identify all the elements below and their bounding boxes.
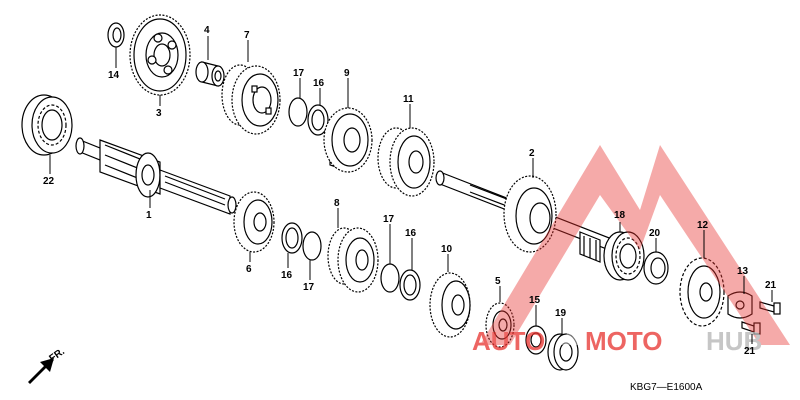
mainshaft-1 [75, 137, 237, 215]
part-label-22: 22 [43, 176, 55, 187]
part-label-12: 12 [697, 220, 709, 231]
circlip-17-middle [302, 231, 322, 261]
part-label-1: 1 [146, 210, 152, 221]
part-label-17-middle: 17 [303, 282, 315, 293]
part-label-15: 15 [529, 295, 541, 306]
part-label-16-upper: 16 [313, 78, 325, 89]
bushing-4 [195, 61, 225, 87]
gear-9 [323, 107, 373, 173]
gear-8 [327, 227, 379, 293]
part-label-9: 9 [344, 68, 350, 79]
watermark-text-hub: HUB [706, 326, 762, 356]
watermark-logo: AUTO MOTO HUB [472, 145, 790, 356]
part-number-labels: 1 2 3 4 5 6 7 8 9 10 11 12 13 14 15 16 1… [43, 25, 777, 357]
part-label-20: 20 [649, 228, 661, 239]
part-label-2: 2 [529, 148, 535, 159]
part-label-7: 7 [244, 30, 250, 41]
washer-14 [107, 22, 125, 48]
part-label-10: 10 [441, 244, 453, 255]
part-label-21-upper: 21 [765, 280, 777, 291]
part-label-4: 4 [204, 25, 210, 36]
part-label-16-lower: 16 [405, 228, 417, 239]
bearing-18 [603, 231, 645, 281]
gear-3 [129, 14, 191, 96]
washer-16-middle [281, 222, 303, 254]
diagram-code: KBG7—E1600A [630, 382, 703, 393]
leader-lines [49, 36, 773, 344]
part-label-6: 6 [246, 264, 252, 275]
watermark-text-moto: MOTO [585, 326, 663, 356]
front-direction-arrow: FR. [28, 346, 67, 384]
watermark-text-auto: AUTO [472, 326, 545, 356]
gear-6 [233, 191, 275, 253]
part-label-17-upper: 17 [293, 68, 305, 79]
circlip-17-lower [380, 263, 400, 293]
washer-16-upper [307, 104, 329, 136]
bearing-19 [547, 333, 579, 371]
part-label-17-lower: 17 [383, 214, 395, 225]
part-label-5: 5 [495, 276, 501, 287]
gear-10 [429, 272, 471, 338]
gear-11 [377, 127, 435, 197]
gear-7 [221, 64, 281, 135]
circlip-17-upper [288, 97, 308, 127]
bolt-21-upper [759, 301, 781, 315]
gear-5 [485, 302, 515, 348]
washer-16-lower [399, 269, 421, 301]
drive-sprocket-12 [679, 257, 725, 327]
oil-seal-20 [643, 251, 669, 285]
part-label-16-middle: 16 [281, 270, 293, 281]
part-label-18: 18 [614, 210, 626, 221]
fixing-plate-13 [727, 291, 753, 319]
bolt-21-lower [741, 321, 761, 335]
part-label-13: 13 [737, 266, 749, 277]
bearing-22 [21, 94, 73, 156]
part-label-21-lower: 21 [744, 346, 756, 357]
part-label-8: 8 [334, 198, 340, 209]
part-label-3: 3 [156, 108, 162, 119]
countershaft-2 [435, 170, 641, 263]
part-label-14: 14 [108, 70, 120, 81]
part-label-19: 19 [555, 308, 567, 319]
part-label-11: 11 [403, 94, 414, 105]
